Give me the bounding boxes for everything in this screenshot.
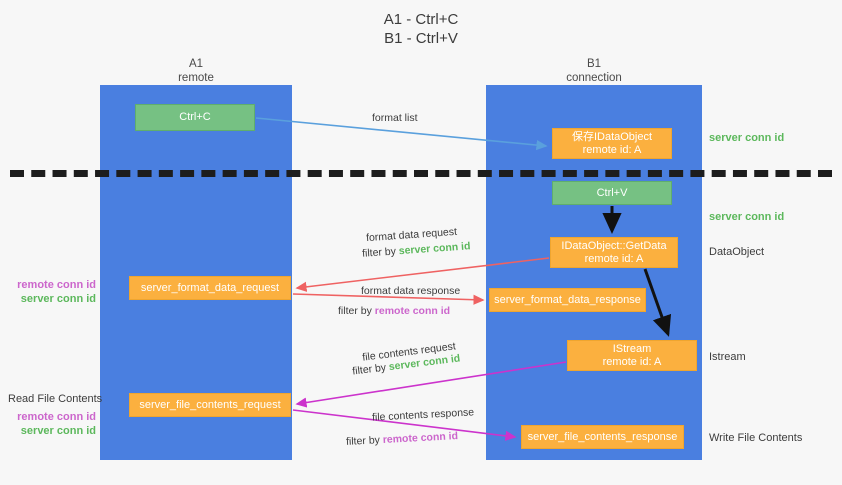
annotation-dataobject: DataObject: [709, 246, 765, 258]
node-ctrl-c[interactable]: Ctrl+C: [135, 104, 255, 131]
annotation-server-conn-id-top: server conn id: [709, 132, 785, 144]
edge-label-format-data-response-filter: filter by remote conn id: [338, 304, 450, 318]
filter-prefix: filter by: [361, 245, 400, 260]
filter-value-server-conn-id: server conn id: [398, 240, 471, 258]
annotation-left-conn-ids-low: remote conn id server conn id: [8, 410, 96, 438]
lane-header-a1: A1 remote: [178, 58, 214, 84]
filter-prefix: filter by: [351, 361, 390, 378]
edge-label-file-contents-response-filter: filter by remote conn id: [346, 429, 459, 449]
edge-label-format-list: format list: [372, 112, 418, 124]
annotation-remote-conn-id-mid: remote conn id: [17, 279, 96, 291]
edge-label-file-contents-response: file contents response: [371, 406, 475, 424]
node-save-idataobject[interactable]: 保存IDataObject remote id: A: [552, 128, 672, 159]
annotation-read-file-contents: Read File Contents: [8, 393, 103, 405]
filter-value-remote-conn-id: remote conn id: [382, 430, 459, 446]
annotation-istream: Istream: [709, 351, 746, 363]
annotation-server-conn-id-mid: server conn id: [709, 211, 785, 223]
node-server-format-data-response[interactable]: server_format_data_response: [489, 288, 646, 312]
filter-prefix: filter by: [345, 434, 384, 448]
edge-label-format-data-response: format data response: [361, 285, 461, 297]
annotation-remote-conn-id-low: remote conn id: [17, 411, 96, 423]
node-server-file-contents-request[interactable]: server_file_contents_request: [129, 393, 291, 417]
node-server-file-contents-response[interactable]: server_file_contents_response: [521, 425, 684, 449]
filter-value-remote-conn-id: remote conn id: [374, 305, 451, 317]
lane-header-b1: B1 connection: [566, 58, 622, 84]
page-title: A1 - Ctrl+C B1 - Ctrl+V: [383, 11, 459, 47]
node-idataobject-getdata[interactable]: IDataObject::GetData remote id: A: [550, 237, 678, 268]
filter-prefix: filter by: [338, 305, 375, 317]
annotation-write-file-contents: Write File Contents: [709, 432, 803, 444]
annotation-server-conn-id-left-low: server conn id: [20, 425, 96, 437]
node-istream[interactable]: IStream remote id: A: [567, 340, 697, 371]
node-ctrl-v[interactable]: Ctrl+V: [552, 181, 672, 205]
annotation-server-conn-id-left-mid: server conn id: [20, 293, 96, 305]
annotation-left-conn-ids-mid: remote conn id server conn id: [8, 278, 96, 306]
node-server-format-data-request[interactable]: server_format_data_request: [129, 276, 291, 300]
trust-boundary-divider: [10, 170, 832, 177]
